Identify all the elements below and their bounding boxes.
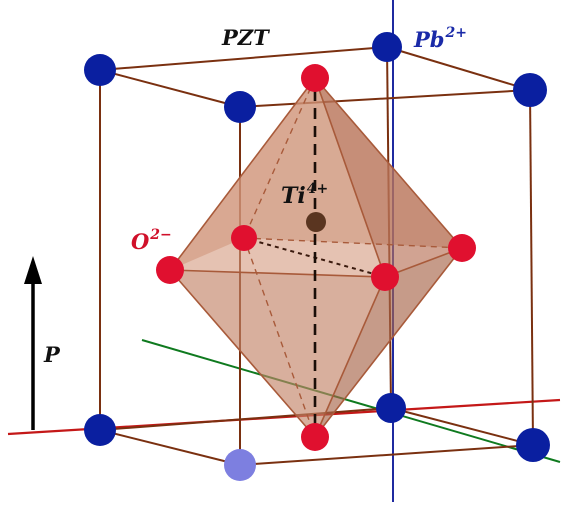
polarization-label: P <box>43 342 61 367</box>
pb-atom-top-front <box>224 91 256 123</box>
octahedron-face <box>315 78 462 277</box>
oxygen-octahedron <box>169 77 463 438</box>
octahedron-face <box>170 270 385 437</box>
ti-atom <box>306 212 326 232</box>
o-atom-front <box>371 263 399 291</box>
o-atom-back-left <box>231 225 257 251</box>
pb-atom-top-back <box>372 32 402 62</box>
o-atom-top <box>301 64 329 92</box>
pb-atom-top-left <box>84 54 116 86</box>
pb-atom-bottom-front <box>224 449 256 481</box>
pb-atom-bottom-right <box>516 428 550 462</box>
octahedron-face <box>170 78 385 277</box>
o-atom-right <box>448 234 476 262</box>
ti-label: Ti4+ <box>281 181 328 209</box>
o-atom-left <box>156 256 184 284</box>
diagram-title: PZT <box>221 25 270 50</box>
pb-atom-top-right <box>513 73 547 107</box>
diagonal-axis-line <box>141 339 561 463</box>
pb-atom-bottom-back <box>376 393 406 423</box>
unit-cell-edges <box>99 46 534 466</box>
pb-label: Pb2+ <box>413 25 467 52</box>
pb-atom-bottom-left <box>84 414 116 446</box>
polarization-arrow-head <box>24 256 42 284</box>
o-label: O2− <box>131 227 172 254</box>
o-atom-bottom <box>301 423 329 451</box>
